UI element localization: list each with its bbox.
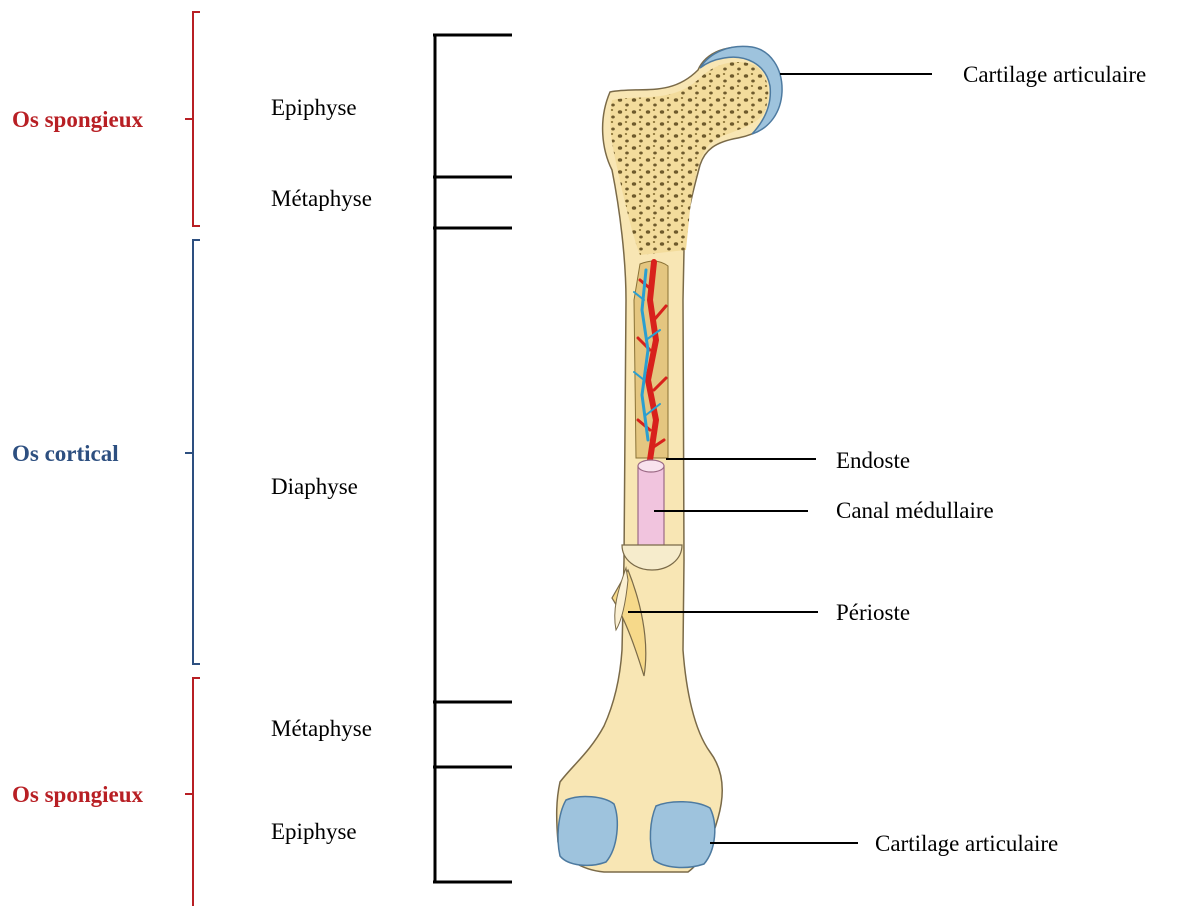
bracket-line (193, 12, 200, 226)
label-os-cortical: Os cortical (12, 441, 119, 466)
medullary-canal (638, 466, 664, 552)
label-metaphyse-top: Métaphyse (271, 186, 372, 211)
label-perioste: Périoste (836, 600, 910, 625)
label-metaphyse-bottom: Métaphyse (271, 716, 372, 741)
label-os-spongieux-bottom: Os spongieux (12, 782, 144, 807)
bracket-cortical (185, 240, 200, 664)
label-cartilage-articulaire-bottom: Cartilage articulaire (875, 831, 1058, 856)
label-os-spongieux-top: Os spongieux (12, 107, 144, 132)
label-cartilage-articulaire-top: Cartilage articulaire (963, 62, 1146, 87)
bracket-spongy-bottom (185, 678, 200, 906)
label-canal-medullaire: Canal médullaire (836, 498, 994, 523)
label-epiphyse-top: Epiphyse (271, 95, 357, 120)
cartilage-condyle-left (558, 797, 617, 866)
cartilage-condyle-right (650, 802, 714, 868)
region-bracket (433, 34, 512, 883)
label-endoste: Endoste (836, 448, 910, 473)
label-diaphyse: Diaphyse (271, 474, 358, 499)
bracket-line (193, 678, 200, 906)
label-epiphyse-bottom: Epiphyse (271, 819, 357, 844)
bracket-spongy-top (185, 12, 200, 226)
bracket-line (193, 240, 200, 664)
